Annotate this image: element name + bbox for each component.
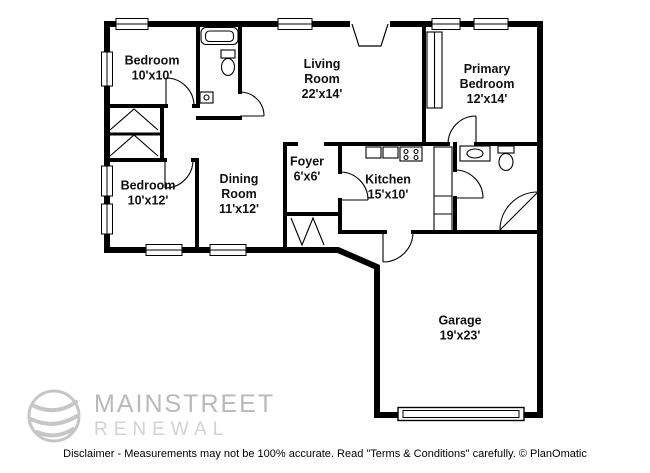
stove-icon [399, 146, 423, 162]
room-name: Bedroom [124, 53, 180, 68]
room-name: Garage [438, 313, 482, 328]
kitchen-counter-icon [433, 146, 453, 232]
room-dims: 11'x12' [218, 201, 259, 216]
watermark-line2: RENEWAL [94, 418, 230, 440]
toilet2-icon [497, 145, 515, 172]
sink-icon [199, 91, 214, 104]
disclaimer-text: Disclaimer - Measurements may not be 100… [63, 448, 587, 460]
room-name: Dining Room [219, 171, 259, 201]
room-dims: 19'x23' [439, 328, 481, 342]
shower-icon [499, 191, 539, 231]
room-label-kitchen: Kitchen 15'x10' [365, 172, 411, 202]
front-door-icon [351, 23, 389, 47]
window-center-lines [106, 23, 508, 251]
room-dims: 22'x14' [301, 86, 343, 101]
interior-walls [105, 22, 542, 252]
room-dims: 10'x10' [131, 68, 173, 82]
room-label-foyer: Foyer 6'x6' [290, 154, 324, 184]
toilet-icon [220, 49, 236, 77]
room-label-bedroom-2: Bedroom 10'x12' [121, 178, 176, 208]
room-name: Living Room [303, 56, 341, 86]
room-name: Kitchen [365, 172, 411, 187]
door-swings [164, 77, 484, 263]
room-label-primary-bedroom: Primary Bedroom 12'x14' [455, 62, 519, 106]
room-dims: 10'x12' [127, 193, 169, 207]
room-label-dining-room: Dining Room 11'x12' [214, 172, 264, 216]
watermark: MAINSTREET RENEWAL [24, 386, 275, 446]
room-dims: 12'x14' [466, 91, 508, 106]
room-label-living-room: Living Room 22'x14' [295, 57, 349, 101]
garage-door [397, 406, 525, 422]
primary-closet-icon [426, 31, 443, 109]
room-dims: 6'x6' [293, 169, 321, 183]
room-name: Bedroom [120, 178, 176, 193]
watermark-line1: MAINSTREET [94, 390, 276, 419]
bathtub-icon [200, 26, 239, 46]
room-name: Foyer [289, 154, 325, 169]
room-name: Primary Bedroom [459, 61, 515, 91]
watermark-logo-icon [27, 389, 81, 443]
room-label-garage: Garage 19'x23' [438, 313, 481, 343]
room-dims: 15'x10' [367, 187, 409, 201]
room-label-bedroom-1: Bedroom 10'x10' [125, 53, 180, 83]
vanity-sink-icon [459, 145, 491, 162]
kitchen-sink-icon [365, 146, 399, 159]
watermark-text: MAINSTREET RENEWAL [94, 391, 275, 440]
closet-bifold-icons [109, 108, 325, 247]
